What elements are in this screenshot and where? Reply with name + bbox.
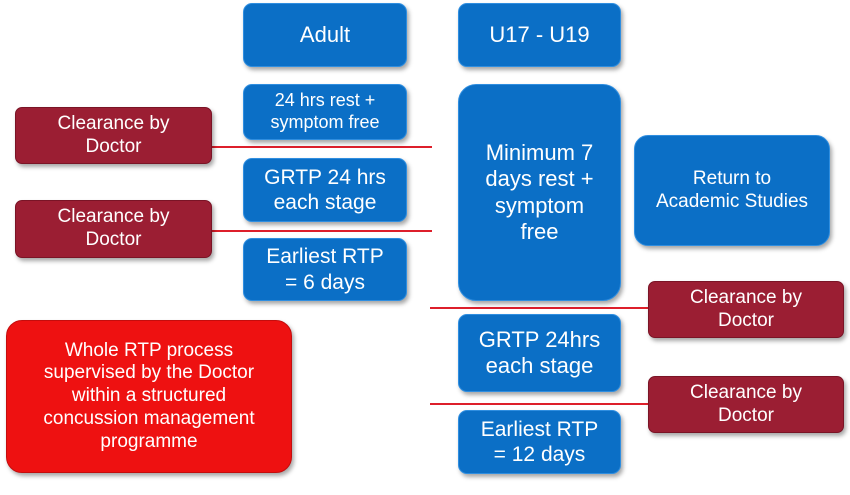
clearance-line-right-2 — [430, 403, 652, 405]
clearance-box-right-1: Clearance by Doctor — [648, 281, 844, 338]
youth-grtp-box: GRTP 24hrs each stage — [458, 314, 621, 392]
youth-rest-box: Minimum 7 days rest + symptom free — [458, 84, 621, 301]
supervision-note-box: Whole RTP process supervised by the Doct… — [6, 320, 292, 473]
clearance-box-left-1: Clearance by Doctor — [15, 107, 212, 164]
return-to-academic-box: Return to Academic Studies — [634, 135, 830, 246]
clearance-line-left-2 — [210, 230, 432, 232]
adult-rest-box: 24 hrs rest + symptom free — [243, 84, 407, 140]
youth-earliest-rtp-box: Earliest RTP = 12 days — [458, 410, 621, 474]
adult-earliest-rtp-box: Earliest RTP = 6 days — [243, 238, 407, 301]
adult-header: Adult — [243, 3, 407, 67]
adult-grtp-box: GRTP 24 hrs each stage — [243, 158, 407, 222]
clearance-box-right-2: Clearance by Doctor — [648, 376, 844, 433]
u17-u19-header: U17 - U19 — [458, 3, 621, 67]
clearance-box-left-2: Clearance by Doctor — [15, 200, 212, 258]
clearance-line-right-1 — [430, 307, 652, 309]
clearance-line-left-1 — [210, 146, 432, 148]
